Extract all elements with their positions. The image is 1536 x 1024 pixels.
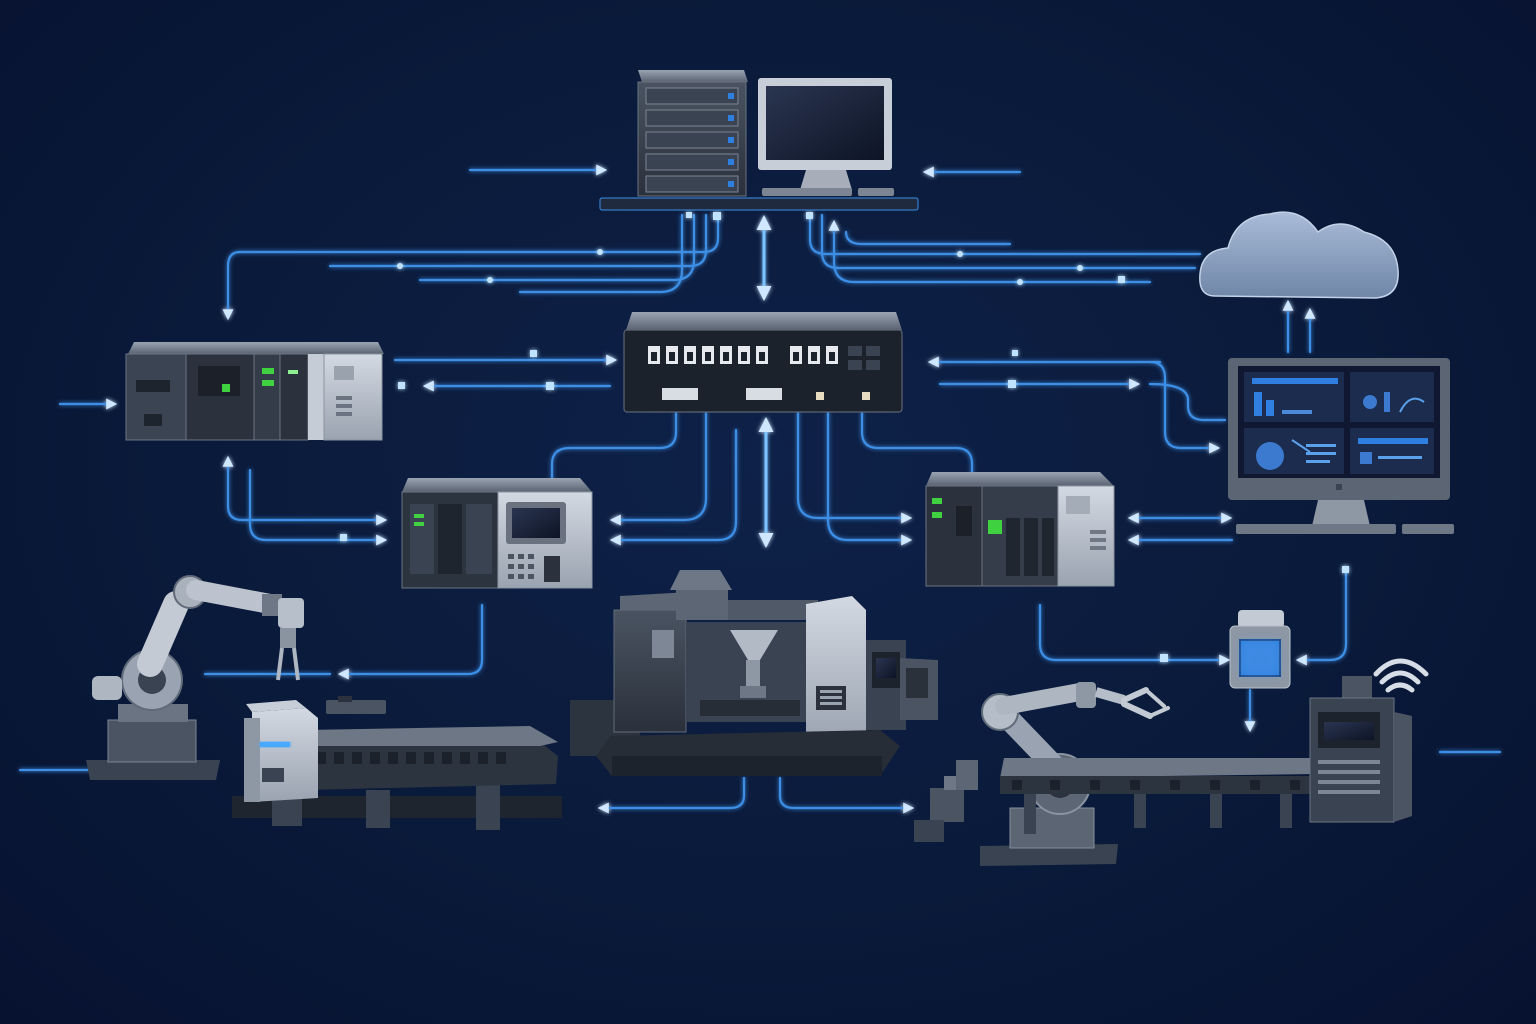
dashboard-monitor[interactable] (1228, 358, 1454, 534)
link-server-plc-left-1 (222, 213, 720, 321)
dashboard-monitor-icon (1228, 358, 1454, 534)
conveyor-left[interactable] (232, 696, 562, 830)
link-plc-mid-left-robot (337, 603, 484, 680)
link-switch-plc-mid-right-3 (860, 410, 974, 482)
link-switch-plc-mid-left-1 (550, 410, 678, 482)
network-switch-icon (623, 312, 903, 413)
link-plc-left-plc-mid-1 (222, 455, 388, 526)
server-rack-icon (599, 70, 919, 211)
robot-arm-icon (86, 575, 304, 780)
plc-mid-left[interactable] (401, 478, 593, 589)
cloud[interactable] (1199, 211, 1399, 299)
link-server-plc-left-3 (418, 213, 696, 282)
workstation[interactable] (758, 78, 894, 196)
server-rack[interactable] (599, 70, 919, 211)
link-dashboard-sensor (1295, 566, 1348, 666)
link-workstation-cloud-4 (844, 230, 1012, 246)
wireless-gateway-icon (1309, 658, 1429, 823)
plc-rack-left[interactable] (125, 342, 384, 441)
cnc-machine[interactable] (570, 570, 938, 776)
link-server-plc-left-2 (328, 213, 708, 268)
connections (18, 164, 1502, 814)
wifi-icon (1373, 658, 1429, 693)
cloud-icon (1199, 211, 1399, 299)
plc-mid-right[interactable] (925, 472, 1115, 587)
link-plc-mid-right-sensor (1038, 603, 1231, 666)
link-switch-plc-mid-right-2 (826, 410, 913, 546)
link-plc-left-plc-mid-2 (248, 468, 388, 546)
link-cnc-conveyor-left (597, 776, 746, 814)
link-switch-plc-mid-left-2 (609, 410, 708, 526)
plc-rack-icon (125, 342, 384, 441)
link-workstation-cloud-2 (820, 213, 1197, 270)
link-workstation-cloud-3 (828, 219, 1152, 284)
conveyor-belt-icon (232, 696, 562, 830)
link-cnc-robot-right (778, 776, 915, 814)
parts-crates (914, 760, 978, 842)
link-switch-dashboard-2 (1148, 382, 1227, 422)
sensor-unit[interactable] (1229, 610, 1291, 689)
link-workstation-cloud-1 (808, 213, 1202, 256)
plc-rack-icon (925, 472, 1115, 587)
network-switch[interactable] (623, 312, 903, 413)
conveyor-right[interactable] (1000, 758, 1316, 834)
link-switch-plc-mid-left-3 (609, 428, 738, 546)
sensor-icon (1229, 610, 1291, 689)
conveyor-belt-icon (1000, 758, 1316, 834)
link-switch-dashboard-1 (1148, 360, 1221, 454)
robot-arm-left[interactable] (86, 575, 304, 780)
desktop-monitor-icon (758, 78, 894, 196)
link-switch-plc-mid-right-1 (796, 410, 913, 524)
cnc-machine-icon (570, 570, 938, 776)
plc-hmi-icon (401, 478, 593, 589)
wireless-gateway[interactable] (1309, 658, 1429, 823)
link-server-plc-left-4 (518, 213, 684, 294)
